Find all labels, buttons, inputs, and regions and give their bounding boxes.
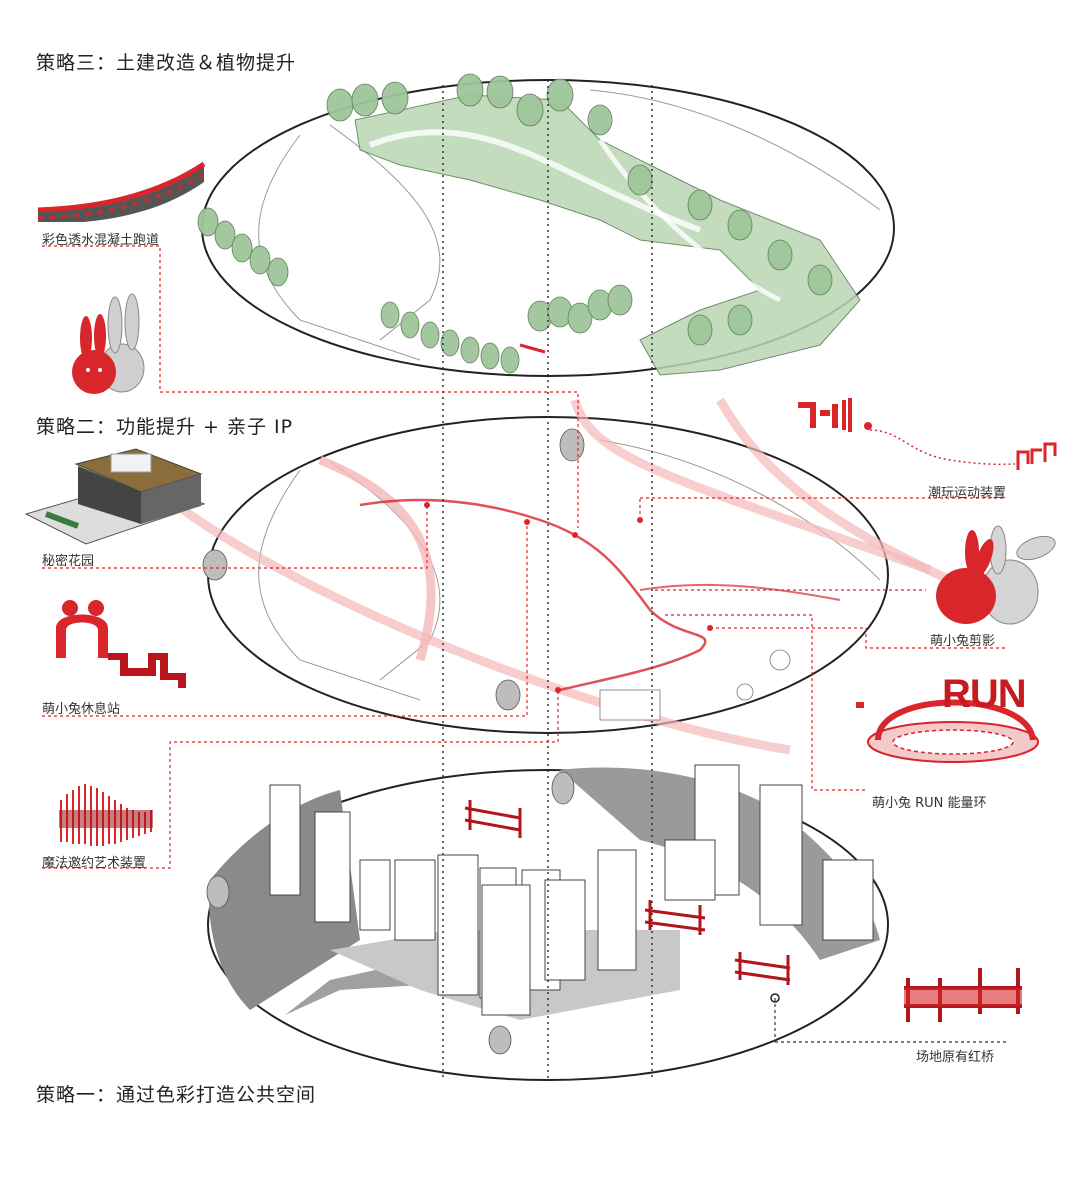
label-run-ring: 萌小兔 RUN 能量环 [872, 796, 987, 811]
garden-building-icon [24, 448, 206, 545]
label-art-install: 魔法邀约艺术装置 [42, 856, 147, 871]
trendy-device-icon [798, 398, 1057, 470]
strategy-one-title: 策略一：通过色彩打造公共空间 [36, 1084, 317, 1106]
disc-strategy-three [197, 73, 895, 377]
label-rabbit-rest: 萌小兔休息站 [42, 702, 121, 717]
strategy-three-title: 策略三：土建改造＆植物提升 [36, 52, 297, 74]
rabbit-silhouette-icon [936, 525, 1056, 625]
strategy-two-title: 策略二：功能提升 + 亲子 IP [36, 416, 294, 438]
label-garden: 秘密花园 [42, 554, 95, 569]
label-rabbit-silhouette: 萌小兔剪影 [930, 634, 996, 649]
park-green-zone [354, 94, 861, 376]
art-install-icon [59, 784, 153, 846]
red-bridge-icon [904, 968, 1022, 1022]
run-ring-text: RUN [942, 672, 1027, 716]
tree-row [197, 73, 833, 374]
red-path-soft [318, 455, 436, 662]
label-runway: 彩色透水混凝土跑道 [42, 233, 160, 248]
disc-strategy-one [206, 764, 889, 1081]
leader-lines [42, 245, 1008, 869]
red-trail [359, 498, 707, 692]
tower-buildings [269, 764, 874, 1016]
label-trendy: 潮玩运动装置 [928, 486, 1007, 501]
vertical-guides [442, 80, 653, 1080]
rabbit-pair-icon [72, 293, 145, 394]
runway-icon [37, 161, 206, 222]
run-ring-icon [856, 699, 1039, 763]
disc-strategy-two [167, 397, 952, 755]
red-bridges [464, 800, 791, 985]
label-red-bridge: 场地原有红桥 [916, 1050, 995, 1065]
rabbit-rest-icon [56, 600, 186, 688]
